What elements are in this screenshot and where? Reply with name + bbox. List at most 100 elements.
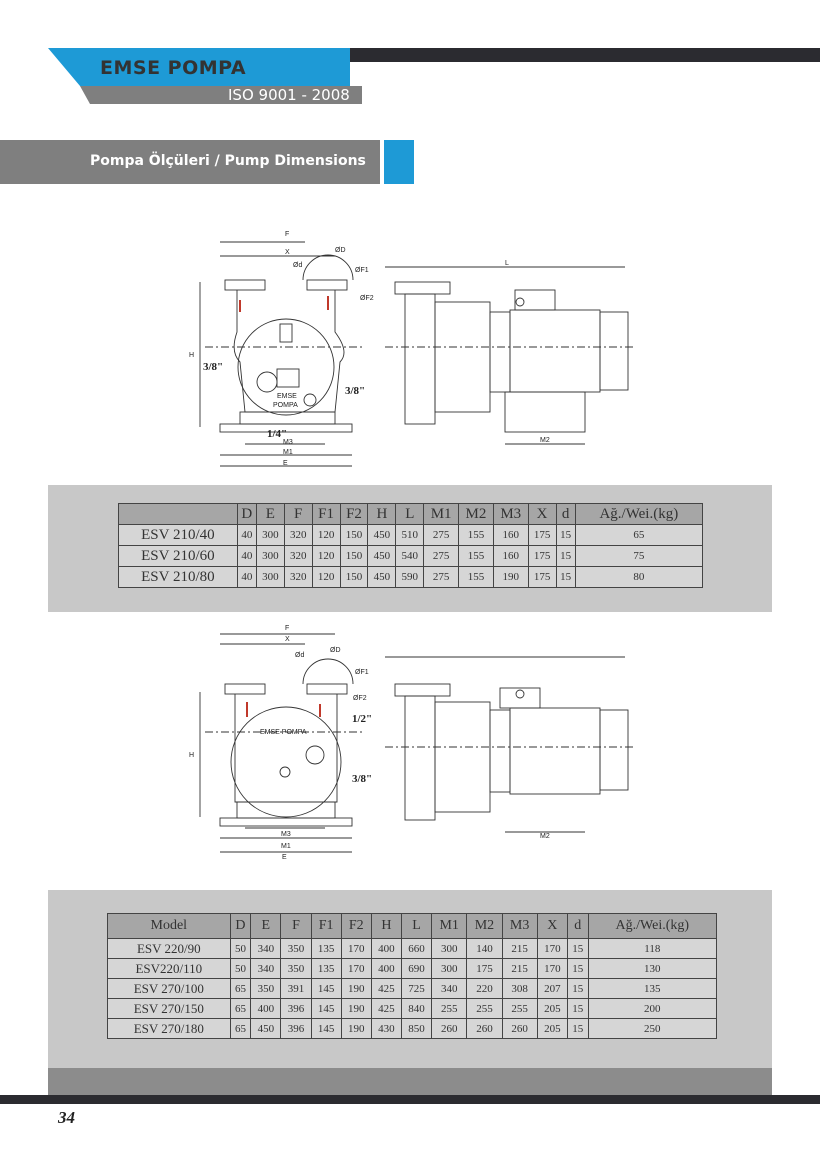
label-X: X <box>285 636 290 643</box>
value-cell: 275 <box>423 545 460 567</box>
header-dark-bar <box>350 48 820 62</box>
column-header: Ağ./Wei.(kg) <box>587 913 718 939</box>
value-cell: 260 <box>466 1018 503 1039</box>
value-cell: 320 <box>283 545 313 567</box>
column-header: M1 <box>431 913 468 939</box>
label-H: H <box>189 352 194 359</box>
value-cell: 430 <box>370 1018 402 1039</box>
column-header: F2 <box>340 913 372 939</box>
column-header: L <box>395 503 425 525</box>
value-cell: 400 <box>250 998 282 1019</box>
column-header: F <box>280 913 312 939</box>
header-gray-band <box>90 86 362 104</box>
footer-bar <box>0 1095 820 1104</box>
value-cell: 40 <box>236 524 257 546</box>
label-port-left: 3/8" <box>203 361 223 373</box>
value-cell: 150 <box>339 545 369 567</box>
value-cell: 200 <box>587 998 718 1019</box>
value-cell: 300 <box>255 545 285 567</box>
label-port-right: 3/8" <box>352 773 372 785</box>
value-cell: 120 <box>311 566 341 588</box>
value-cell: 175 <box>527 524 557 546</box>
value-cell: 155 <box>458 545 494 567</box>
label-X: X <box>285 249 290 256</box>
value-cell: 260 <box>431 1018 468 1039</box>
value-cell: 450 <box>367 566 397 588</box>
label-logo: EMSE POMPA <box>260 729 307 736</box>
value-cell: 205 <box>536 1018 568 1039</box>
value-cell: 175 <box>527 545 557 567</box>
value-cell: 450 <box>250 1018 282 1039</box>
value-cell: 340 <box>250 938 282 959</box>
label-M3: M3 <box>281 831 291 838</box>
label-F2: ØF2 <box>353 695 367 702</box>
model-cell: ESV 210/40 <box>118 524 238 546</box>
label-d: Ød <box>293 262 302 269</box>
value-cell: 130 <box>587 958 718 979</box>
value-cell: 15 <box>555 566 576 588</box>
value-cell: 207 <box>536 978 568 999</box>
value-cell: 255 <box>501 998 538 1019</box>
value-cell: 396 <box>280 1018 312 1039</box>
value-cell: 190 <box>492 566 529 588</box>
value-cell: 190 <box>340 978 372 999</box>
label-F1: ØF1 <box>355 669 369 676</box>
model-cell: ESV 270/180 <box>107 1018 231 1039</box>
brand-name: EMSE POMPA <box>100 57 247 79</box>
label-d: Ød <box>295 652 304 659</box>
value-cell: 15 <box>566 958 589 979</box>
value-cell: 50 <box>229 958 252 979</box>
label-E: E <box>283 460 288 467</box>
column-header: H <box>370 913 402 939</box>
value-cell: 450 <box>367 545 397 567</box>
section-title: Pompa Ölçüleri / Pump Dimensions <box>90 153 366 169</box>
column-header: H <box>367 503 397 525</box>
model-cell: ESV 210/60 <box>118 545 238 567</box>
model-cell: ESV220/110 <box>107 958 231 979</box>
value-cell: 300 <box>431 958 468 979</box>
label-M1: M1 <box>283 449 293 456</box>
value-cell: 135 <box>310 958 342 979</box>
label-port-right: 3/8" <box>345 385 365 397</box>
iso-certification: ISO 9001 - 2008 <box>228 86 350 104</box>
label-E: E <box>282 854 287 861</box>
value-cell: 120 <box>311 545 341 567</box>
value-cell: 255 <box>431 998 468 1019</box>
label-M1: M1 <box>281 843 291 850</box>
value-cell: 120 <box>311 524 341 546</box>
column-header: F <box>283 503 313 525</box>
label-F: F <box>285 625 289 632</box>
label-D: ØD <box>335 247 346 254</box>
value-cell: 205 <box>536 998 568 1019</box>
pump-drawing-2: F X Ød ØD ØF1 ØF2 H 1/2" 3/8" EMSE POMPA… <box>189 625 635 861</box>
value-cell: 320 <box>283 524 313 546</box>
label-F1: ØF1 <box>355 267 369 274</box>
label-D: ØD <box>330 647 341 654</box>
column-header: d <box>566 913 589 939</box>
value-cell: 15 <box>566 998 589 1019</box>
value-cell: 425 <box>370 998 402 1019</box>
value-cell: 15 <box>555 545 576 567</box>
column-header: M3 <box>501 913 538 939</box>
column-header: M3 <box>492 503 529 525</box>
value-cell: 150 <box>339 524 369 546</box>
label-F2: ØF2 <box>360 295 374 302</box>
value-cell: 65 <box>229 978 252 999</box>
value-cell: 391 <box>280 978 312 999</box>
value-cell: 275 <box>423 566 460 588</box>
value-cell: 155 <box>458 524 494 546</box>
value-cell: 50 <box>229 938 252 959</box>
column-header: X <box>527 503 557 525</box>
label-logo-1: EMSE <box>277 393 297 400</box>
value-cell: 175 <box>527 566 557 588</box>
value-cell: 145 <box>310 998 342 1019</box>
value-cell: 300 <box>431 938 468 959</box>
value-cell: 160 <box>492 545 529 567</box>
value-cell: 155 <box>458 566 494 588</box>
